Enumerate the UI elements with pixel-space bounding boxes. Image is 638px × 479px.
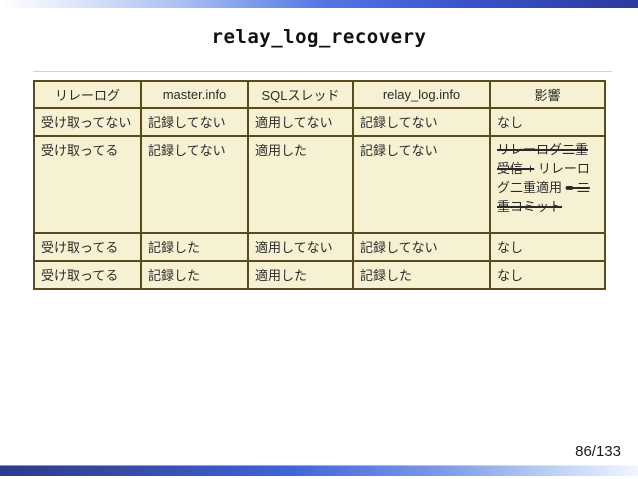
bottom-gradient-bar bbox=[0, 465, 638, 476]
title-underline bbox=[33, 71, 612, 72]
table-cell: 記録した bbox=[140, 232, 249, 262]
top-gradient-bar bbox=[0, 0, 638, 8]
struck-text: = 二重コミット bbox=[497, 180, 590, 214]
effect-cell: なし bbox=[489, 232, 606, 262]
table-row: 受け取ってる 記録してない 適用した 記録してない リレーログ二重受信 + リレ… bbox=[33, 135, 606, 234]
table-row: 受け取ってない 記録してない 適用してない 記録してない なし bbox=[33, 107, 606, 137]
table-header-row: リレーログ master.info SQLスレッド relay_log.info… bbox=[33, 80, 606, 109]
table-cell: 記録した bbox=[140, 260, 249, 290]
table-cell: 記録してない bbox=[140, 135, 249, 234]
header-cell-relay-log-info: relay_log.info bbox=[352, 80, 491, 109]
table-row: 受け取ってる 記録した 適用してない 記録してない なし bbox=[33, 232, 606, 262]
relay-log-state-table: リレーログ master.info SQLスレッド relay_log.info… bbox=[33, 80, 606, 290]
table-cell: 記録した bbox=[352, 260, 491, 290]
table-cell: 記録してない bbox=[352, 232, 491, 262]
table-cell: 受け取ってない bbox=[33, 107, 142, 137]
header-cell-effect: 影響 bbox=[489, 80, 606, 109]
table-cell: 記録してない bbox=[352, 107, 491, 137]
table-row: 受け取ってる 記録した 適用した 記録した なし bbox=[33, 260, 606, 290]
struck-text: リレーログ二重受信 + bbox=[497, 142, 589, 176]
table-cell: 受け取ってる bbox=[33, 232, 142, 262]
table-cell: 受け取ってる bbox=[33, 135, 142, 234]
table-cell: 適用してない bbox=[247, 232, 354, 262]
table-cell: 受け取ってる bbox=[33, 260, 142, 290]
slide-title: relay_log_recovery bbox=[211, 26, 427, 48]
header-cell-sql-thread: SQLスレッド bbox=[247, 80, 354, 109]
effect-cell: なし bbox=[489, 260, 606, 290]
page-number: 86/133 bbox=[575, 443, 621, 460]
table-cell: 適用した bbox=[247, 260, 354, 290]
effect-cell: リレーログ二重受信 + リレーログ二重適用 = 二重コミット bbox=[489, 135, 606, 234]
table-cell: 記録してない bbox=[352, 135, 491, 234]
header-cell-relay-log: リレーログ bbox=[33, 80, 142, 109]
normal-text: リレーログ二重適用 bbox=[497, 161, 590, 195]
table-cell: 適用してない bbox=[247, 107, 354, 137]
table-cell: 適用した bbox=[247, 135, 354, 234]
table-cell: 記録してない bbox=[140, 107, 249, 137]
header-cell-master-info: master.info bbox=[140, 80, 249, 109]
effect-cell: なし bbox=[489, 107, 606, 137]
